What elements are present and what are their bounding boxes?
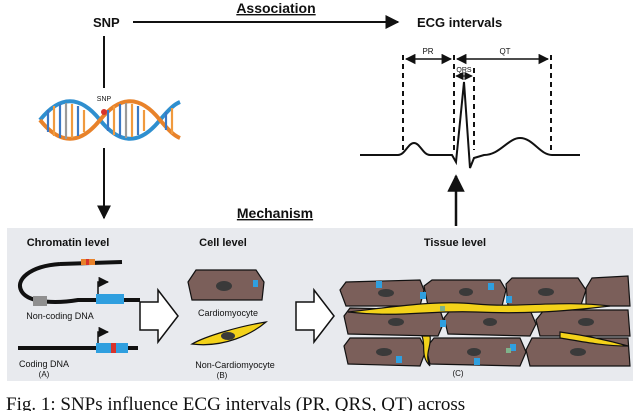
chromatin-noncoding-illustration	[18, 259, 140, 306]
panel-a-tag: (A)	[39, 370, 50, 379]
panel-c-tag: (C)	[452, 369, 463, 378]
tissue-level-title: Tissue level	[424, 237, 486, 249]
ecg-trace	[360, 81, 580, 169]
dna-snp-tag: SNP	[97, 96, 112, 103]
cardiomyocyte-label: Cardiomyocyte	[198, 308, 258, 318]
noncardiomyocyte-label: Non-Cardiomyocyte	[195, 360, 275, 370]
coding-dna-label: Coding DNA	[19, 359, 69, 369]
dna-helix-icon	[38, 99, 181, 141]
cell-level-title: Cell level	[199, 237, 247, 249]
cardiomyocyte-cell	[187, 269, 265, 301]
ecg-intervals-label: ECG intervals	[417, 15, 502, 30]
chromatin-level-title: Chromatin level	[27, 237, 110, 249]
pr-label: PR	[422, 47, 433, 56]
chromatin-coding-illustration	[18, 326, 138, 353]
snp-label: SNP	[93, 15, 120, 30]
tissue-nuclei	[376, 288, 594, 356]
association-label: Association	[236, 0, 315, 16]
noncoding-dna-label: Non-coding DNA	[26, 311, 94, 321]
ecg-interval-markers	[402, 55, 552, 150]
noncardiomyocyte-cell	[190, 321, 268, 346]
qrs-label: QRS	[456, 67, 472, 74]
cell-to-tissue-arrow	[295, 287, 335, 345]
mechanism-label: Mechanism	[237, 205, 313, 221]
panel-b-tag: (B)	[217, 371, 228, 380]
chromatin-to-cell-arrow	[139, 287, 179, 345]
tissue-channel-markers	[376, 281, 516, 365]
figure-caption: Fig. 1: SNPs influence ECG intervals (PR…	[6, 394, 465, 411]
qt-label: QT	[499, 47, 510, 56]
